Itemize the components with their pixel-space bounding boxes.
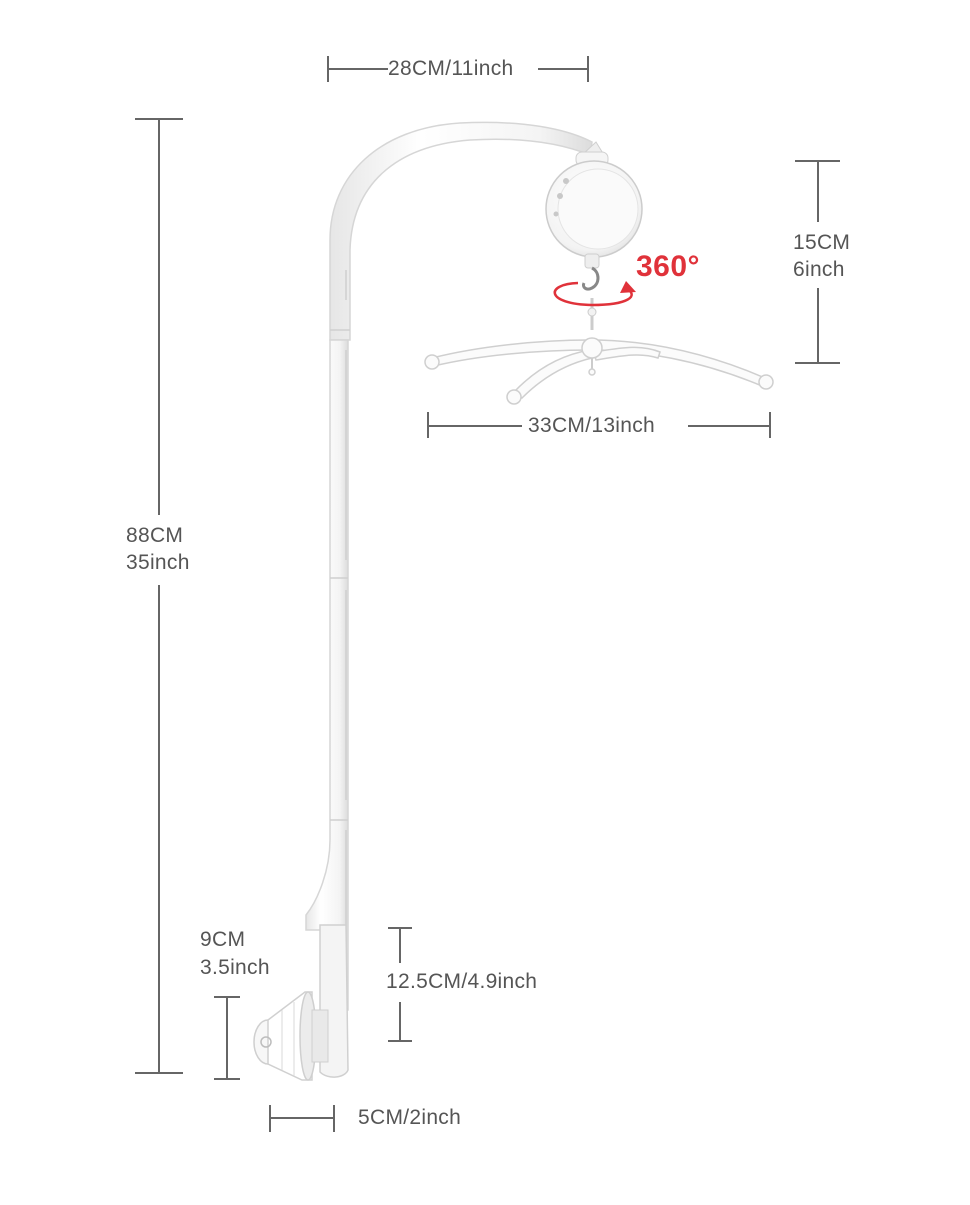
mobile-arm xyxy=(253,121,593,1081)
hanger-width-label: 33CM/13inch xyxy=(528,414,656,437)
clamp-depth-dimension-line xyxy=(388,927,412,1042)
arm-width-dimension-line xyxy=(327,56,589,82)
total-height-dimension-line xyxy=(135,118,183,1074)
music-box-motor xyxy=(545,141,643,330)
clamp-width-dimension-line xyxy=(269,1105,335,1132)
clamp-height-cm-label: 9CM xyxy=(200,928,246,951)
total-height-cm-label: 88CM xyxy=(126,524,184,547)
dimension-lines xyxy=(135,56,840,1132)
pole-lower xyxy=(305,339,349,1011)
clamp-height-inch-label: 3.5inch xyxy=(200,956,270,979)
toy-hanger xyxy=(424,337,774,405)
motor-height-dimension-line xyxy=(795,160,840,364)
total-height-inch-label: 35inch xyxy=(126,551,190,574)
clamp-screw-knob xyxy=(253,991,329,1081)
motor-height-inch-label: 6inch xyxy=(793,258,845,281)
clamp-depth-label: 12.5CM/4.9inch xyxy=(386,970,538,993)
clamp-height-dimension-line xyxy=(214,996,240,1080)
arm-width-label: 28CM/11inch xyxy=(388,57,514,80)
hook-icon xyxy=(582,266,600,291)
hanger-width-dimension-line xyxy=(427,412,771,438)
rotation-arrow-icon xyxy=(553,281,636,307)
rotation-360-label: 360° xyxy=(636,250,701,283)
clamp-width-label: 5CM/2inch xyxy=(358,1106,462,1129)
motor-height-cm-label: 15CM xyxy=(793,231,851,254)
